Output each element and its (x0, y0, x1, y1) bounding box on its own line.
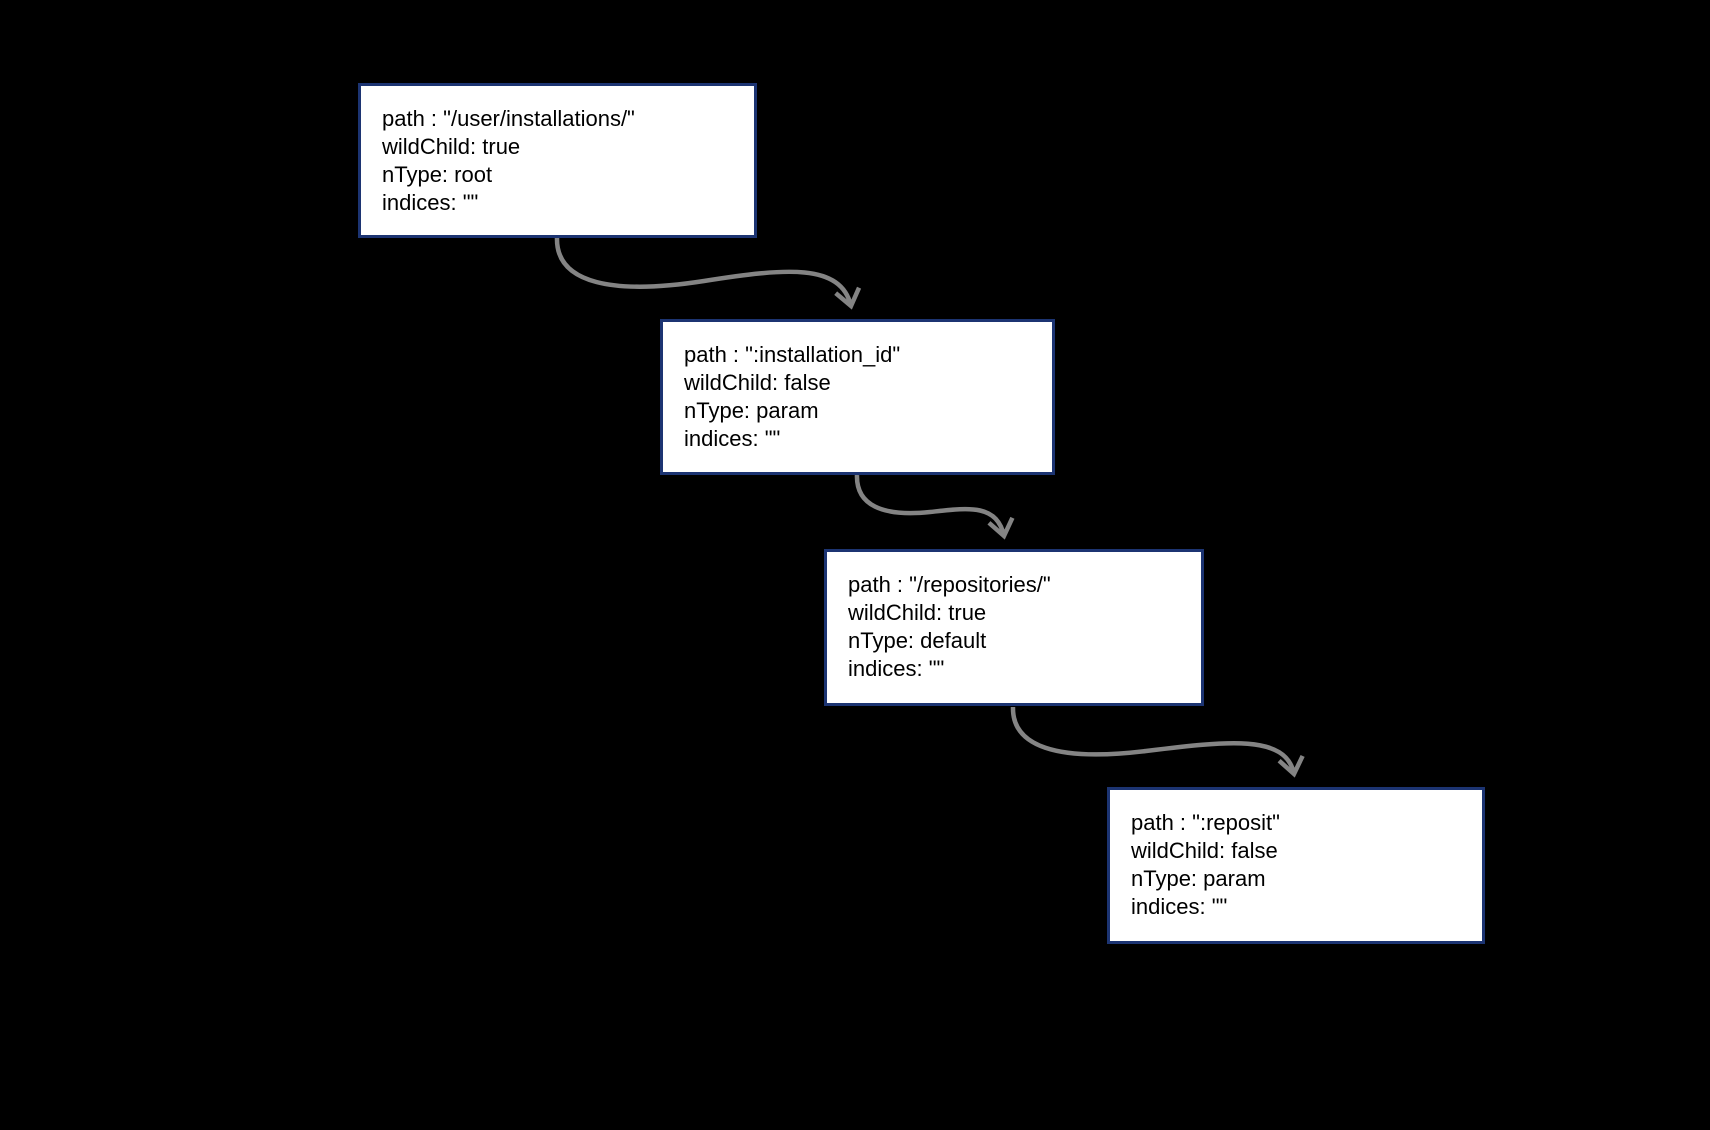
node-indices-label: indices: "" (382, 190, 479, 215)
node-indices-label: indices: "" (848, 656, 945, 681)
edge-root-to-param (554, 237, 862, 310)
node-installation-id: path : ":installation_id" wildChild: fal… (660, 319, 1055, 475)
node-ntype-label: nType: default (848, 628, 987, 653)
node-path-label: path : "/user/installations/" (382, 106, 635, 131)
node-ntype-label: nType: param (1131, 866, 1266, 891)
node-repositories: path : "/repositories/" wildChild: true … (824, 549, 1204, 706)
node-reposit: path : ":reposit" wildChild: false nType… (1107, 787, 1485, 944)
edge-param-to-default (854, 474, 1015, 540)
node-path-label: path : "/repositories/" (848, 572, 1051, 597)
node-indices-label: indices: "" (684, 426, 781, 451)
node-path-label: path : ":reposit" (1131, 810, 1280, 835)
node-path-label: path : ":installation_id" (684, 342, 901, 367)
node-wildchild-label: wildChild: false (684, 370, 831, 395)
node-wildchild-label: wildChild: false (1131, 838, 1278, 863)
node-ntype-label: nType: param (684, 398, 819, 423)
edge-default-to-param (1010, 706, 1305, 778)
node-wildchild-label: wildChild: true (848, 600, 987, 625)
node-ntype-label: nType: root (382, 162, 493, 187)
node-wildchild-label: wildChild: true (382, 134, 521, 159)
node-indices-label: indices: "" (1131, 894, 1228, 919)
node-user-installations: path : "/user/installations/" wildChild:… (358, 83, 757, 238)
